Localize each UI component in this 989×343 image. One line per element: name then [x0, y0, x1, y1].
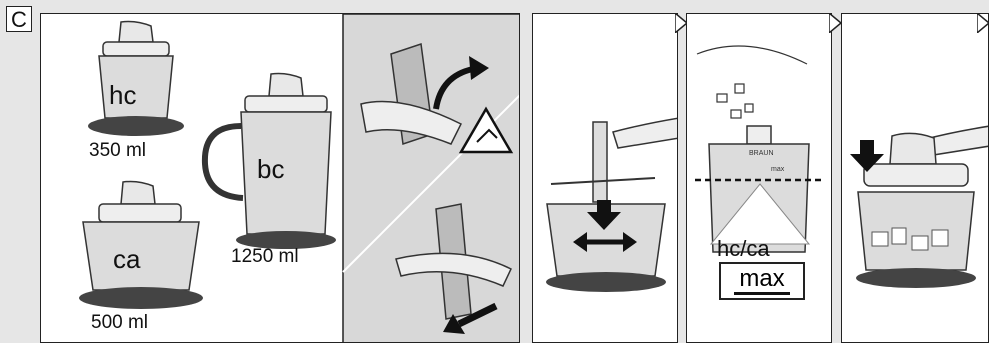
max-marker: max	[771, 166, 784, 173]
panel-accessories: hc 350 ml bc 1250 ml ca 500 ml	[40, 13, 520, 343]
max-box: max	[719, 262, 805, 300]
ca-volume: 500 ml	[91, 312, 148, 334]
ca-label: ca	[113, 244, 140, 275]
step-arrow-icon	[829, 13, 841, 33]
close-lid-illustration	[842, 14, 989, 343]
hc-chopper	[88, 22, 184, 137]
max-box-label: max	[739, 265, 784, 292]
panel-close-lid	[841, 13, 989, 343]
step-arrow-icon	[977, 13, 989, 33]
brand-mark: BRAUN	[749, 150, 774, 157]
bc-label: bc	[257, 154, 284, 185]
hc-ca-label: hc/ca	[717, 236, 770, 262]
section-letter: C	[6, 6, 32, 32]
hc-label: hc	[109, 80, 136, 111]
bc-volume: 1250 ml	[231, 246, 299, 268]
hc-volume: 350 ml	[89, 140, 146, 162]
insert-blade-illustration	[533, 14, 678, 343]
blade-inset	[343, 14, 520, 343]
panel-insert-blade	[532, 13, 678, 343]
ca-chopper	[79, 182, 203, 310]
panel-fill-max: BRAUN max hc/ca max	[686, 13, 832, 343]
